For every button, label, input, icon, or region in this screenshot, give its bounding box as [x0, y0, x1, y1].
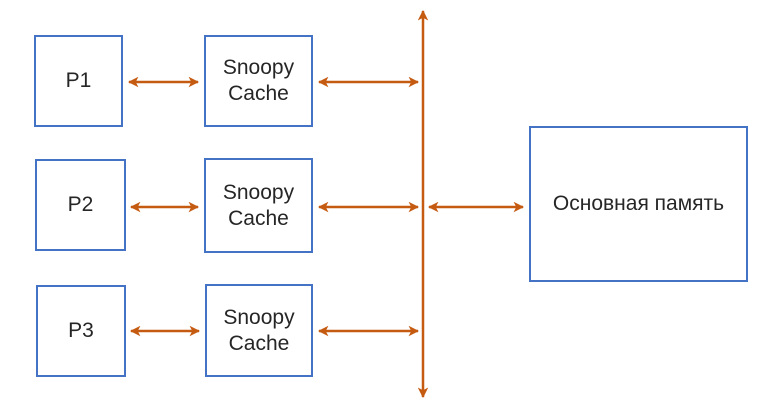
processor-box-p1: P1 — [34, 35, 123, 127]
main-memory-box: Основная память — [529, 126, 748, 282]
processor-box-p2: P2 — [35, 159, 126, 251]
cache2-label-line1: Snoopy — [222, 180, 295, 204]
cache3-label-line2: Cache — [228, 331, 290, 355]
snoopy-cache-box-3: Snoopy Cache — [205, 284, 313, 377]
cache3-label-line1: Snoopy — [223, 305, 295, 329]
processor-p1-label: P1 — [65, 69, 92, 92]
processor-p3-label: P3 — [68, 319, 94, 342]
snoopy-cache-box-1: Snoopy Cache — [204, 35, 313, 127]
processor-box-p3: P3 — [36, 285, 126, 377]
cache2-label-line2: Cache — [228, 206, 289, 230]
main-memory-label: Основная память — [552, 192, 725, 215]
cache1-label-line2: Cache — [228, 82, 289, 105]
processor-p2-label: P2 — [67, 193, 94, 216]
cache1-label-line1: Snoopy — [222, 56, 295, 79]
snoopy-cache-box-2: Snoopy Cache — [204, 158, 313, 253]
